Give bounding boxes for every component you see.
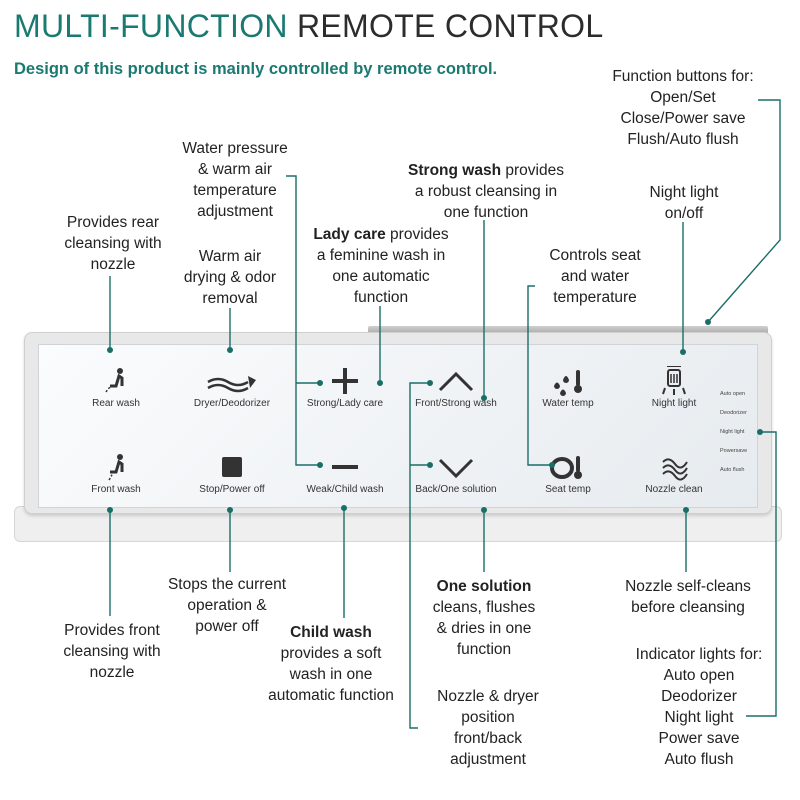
water-temp-label: Water temp <box>542 398 594 409</box>
weak-child-wash-button[interactable]: Weak/Child wash <box>285 452 405 495</box>
minus-icon <box>332 465 358 469</box>
front-strong-wash-label: Front/Strong wash <box>415 398 497 409</box>
remote-control-panel <box>38 344 758 508</box>
night-light-button[interactable]: Night light <box>614 366 734 409</box>
weak-child-wash-label: Weak/Child wash <box>306 484 384 495</box>
rear-wash-button[interactable]: Rear wash <box>56 366 176 409</box>
back-one-solution-label: Back/One solution <box>415 484 497 495</box>
front-strong-wash-button[interactable]: Front/Strong wash <box>396 366 516 409</box>
nozzle-clean-button[interactable]: Nozzle clean <box>614 452 734 495</box>
indicator-auto-flush: Auto flush <box>720 467 745 473</box>
indicator-deodorizer: Deodorizer <box>720 410 747 416</box>
title-accent: MULTI-FUNCTION <box>14 8 288 44</box>
strong-lady-care-button[interactable]: Strong/Lady care <box>285 366 405 409</box>
stop-icon <box>222 457 242 477</box>
night-light-icon <box>662 366 686 395</box>
title-rest: REMOTE CONTROL <box>297 8 604 44</box>
device-top-buttons <box>368 326 768 334</box>
seat-temperature-icon <box>550 456 582 479</box>
stop-power-off-label: Stop/Power off <box>199 484 265 495</box>
dryer-button[interactable]: Dryer/Deodorizer <box>172 366 292 409</box>
night-light-label: Night light <box>651 398 697 409</box>
rear-wash-label: Rear wash <box>92 398 140 409</box>
back-one-solution-button[interactable]: Back/One solution <box>396 452 516 495</box>
stop-power-off-button[interactable]: Stop/Power off <box>172 452 292 495</box>
nozzle-clean-label: Nozzle clean <box>645 484 703 495</box>
subtitle: Design of this product is mainly control… <box>14 60 498 78</box>
rear-wash-icon <box>105 368 124 393</box>
chevron-up-icon <box>438 371 474 392</box>
seat-temp-button[interactable]: Seat temp <box>508 452 628 495</box>
front-wash-button[interactable]: Front wash <box>56 452 176 495</box>
plus-icon <box>332 368 358 394</box>
indicator-night-light: Night light <box>720 429 745 435</box>
strong-lady-care-label: Strong/Lady care <box>306 398 384 409</box>
front-wash-icon <box>108 454 124 481</box>
indicator-auto-open: Auto open <box>720 391 746 397</box>
water-temperature-icon <box>554 370 582 396</box>
page-title: MULTI-FUNCTION REMOTE CONTROL <box>14 8 603 45</box>
chevron-down-icon <box>438 458 474 479</box>
water-temp-button[interactable]: Water temp <box>508 366 628 409</box>
dryer-icon <box>207 376 256 393</box>
indicator-powersave: Powersave <box>720 448 748 454</box>
dryer-label: Dryer/Deodorizer <box>193 398 271 409</box>
nozzle-clean-icon <box>662 458 688 481</box>
seat-temp-label: Seat temp <box>545 484 591 495</box>
front-wash-label: Front wash <box>91 484 141 495</box>
